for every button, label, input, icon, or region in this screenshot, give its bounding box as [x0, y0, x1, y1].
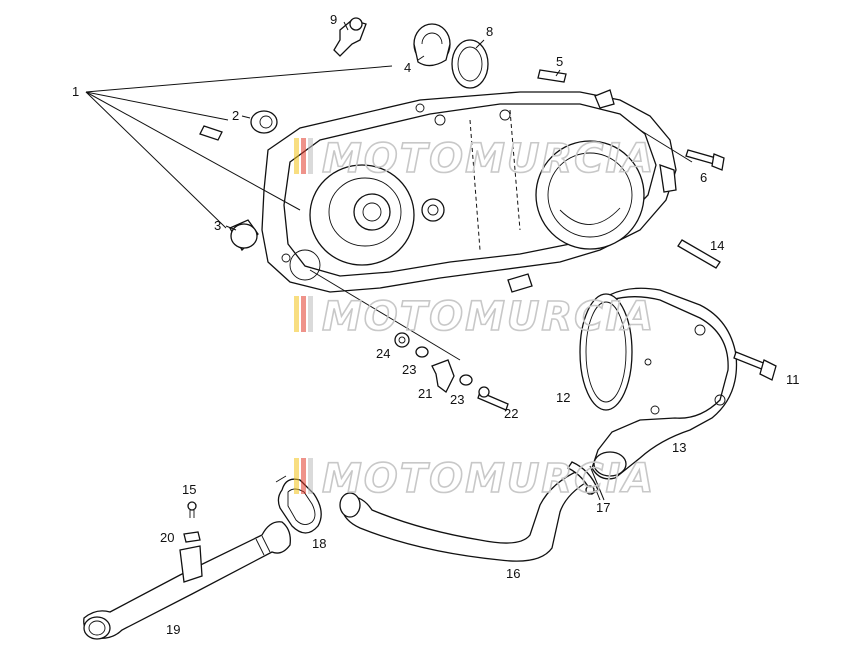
callout-24: 24: [376, 346, 390, 361]
callout-22: 22: [504, 406, 518, 421]
callout-23b: 23: [450, 392, 464, 407]
watermark-2: MOTOMURCIA: [294, 293, 655, 341]
screw-22: [477, 386, 509, 411]
callout-18: 18: [312, 536, 326, 551]
callout-17: 17: [596, 500, 610, 515]
watermark-text-1: MOTOMURCIA: [322, 136, 655, 182]
watermark-text-2: MOTOMURCIA: [322, 294, 655, 340]
nut-24: [394, 332, 410, 348]
callout-14: 14: [710, 238, 724, 253]
callout-16: 16: [506, 566, 520, 581]
callout-labels: 1 2 3 4 5 6 8 9 11 12 13 14 15 16 17 18 …: [72, 12, 800, 637]
bush-3: [229, 219, 259, 252]
callout-19: 19: [166, 622, 180, 637]
callout-8: 8: [486, 24, 493, 39]
intake-tube-19: [83, 521, 291, 640]
callout-13: 13: [672, 440, 686, 455]
washer-23a: [415, 346, 429, 358]
callout-9: 9: [330, 12, 337, 27]
callout-12: 12: [556, 390, 570, 405]
washer-23b: [459, 374, 473, 386]
pin-2: [199, 110, 278, 141]
seal-8: [451, 39, 489, 89]
callout-11: 11: [786, 372, 800, 387]
leader-lines: [85, 21, 693, 501]
callout-21: 21: [418, 386, 432, 401]
bearing-4: [413, 23, 451, 67]
bracket-mid: [507, 273, 533, 293]
callout-5: 5: [556, 54, 563, 69]
callout-1: 1: [72, 84, 79, 99]
transmission-cover: [261, 89, 677, 293]
watermark-3: MOTOMURCIA: [294, 455, 655, 503]
dowel-5: [537, 69, 567, 83]
clamp-17: [567, 461, 599, 495]
bracket-21: [431, 359, 455, 393]
callout-4: 4: [404, 60, 411, 75]
callout-23a: 23: [402, 362, 416, 377]
callout-15: 15: [182, 482, 196, 497]
bolt-6: [685, 149, 725, 171]
watermark-1: MOTOMURCIA: [294, 135, 655, 183]
watermark-text-3: MOTOMURCIA: [322, 456, 655, 502]
air-duct-housing: [579, 287, 738, 480]
bolt-11: [733, 351, 777, 381]
screw-15: [187, 501, 197, 518]
callout-3: 3: [214, 218, 221, 233]
callout-20: 20: [160, 530, 174, 545]
callout-6: 6: [700, 170, 707, 185]
callout-2: 2: [232, 108, 239, 123]
pin-14: [677, 239, 721, 269]
clip-9: [333, 17, 367, 57]
